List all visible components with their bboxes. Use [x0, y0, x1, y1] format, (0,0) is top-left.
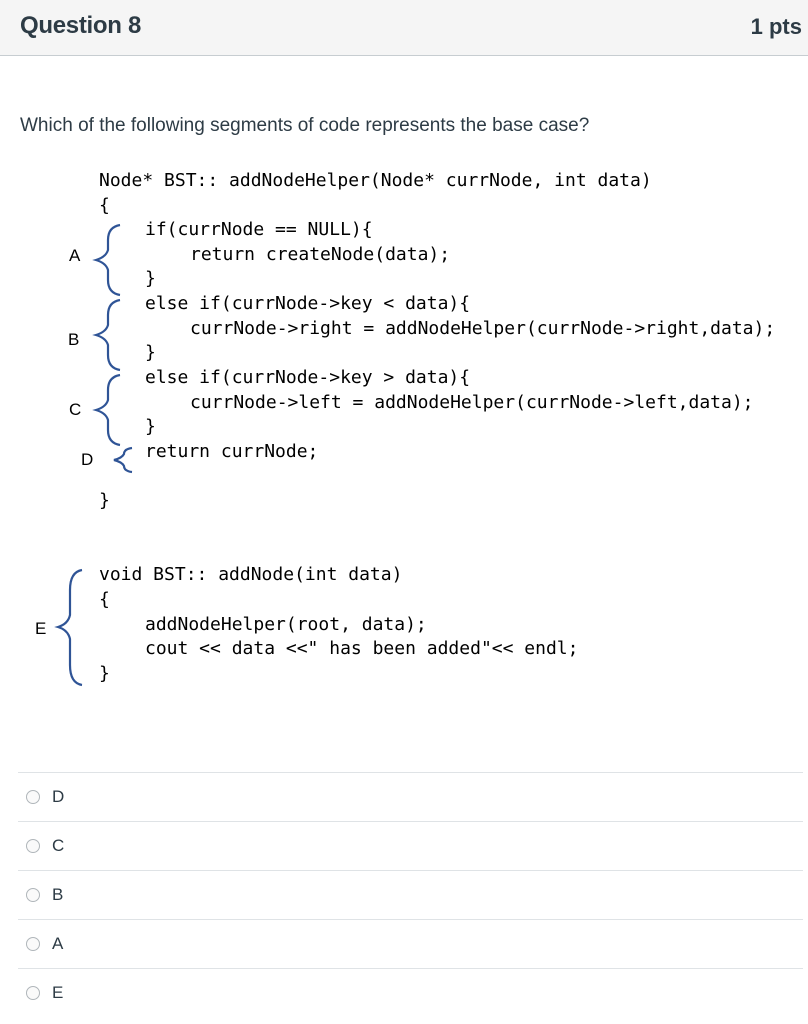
code-line: addNodeHelper(root, data); [145, 614, 427, 635]
code-line: Node* BST:: addNodeHelper(Node* currNode… [99, 170, 652, 191]
brace-b [92, 298, 121, 372]
brace-e [54, 568, 83, 687]
segment-label-a: A [69, 246, 81, 265]
radio-button[interactable] [26, 986, 40, 1000]
code-line: cout << data <<" has been added"<< endl; [145, 638, 579, 659]
segment-label-b: B [68, 330, 80, 349]
code-line: { [99, 195, 110, 216]
segment-label-c: C [69, 400, 82, 419]
answer-option[interactable]: A [18, 919, 803, 968]
answer-option[interactable]: C [18, 821, 803, 870]
brace-d [113, 446, 133, 474]
answer-list: D C B A E [18, 772, 803, 1017]
code-figure: Node* BST:: addNodeHelper(Node* currNode… [0, 160, 808, 700]
code-line: void BST:: addNode(int data) [99, 564, 403, 585]
question-points: 1 pts [750, 14, 802, 39]
radio-button[interactable] [26, 790, 40, 804]
code-line: return createNode(data); [190, 244, 451, 265]
answer-label[interactable]: E [52, 983, 64, 1002]
question-header: Question 8 1 pts [0, 0, 808, 56]
code-line: { [99, 589, 110, 610]
code-line: } [145, 416, 156, 437]
code-line: if(currNode == NULL){ [145, 219, 373, 240]
code-line: } [145, 268, 156, 289]
answer-label[interactable]: C [52, 836, 65, 855]
code-line: else if(currNode->key > data){ [145, 367, 471, 388]
code-line: } [99, 490, 110, 511]
segment-braces [54, 223, 133, 687]
code-line: return currNode; [145, 441, 319, 462]
segment-label-e: E [35, 619, 47, 638]
brace-c [92, 373, 121, 447]
answer-label[interactable]: B [52, 885, 64, 904]
code-line: currNode->right = addNodeHelper(currNode… [190, 318, 776, 339]
code-line: } [145, 342, 156, 363]
answer-label[interactable]: D [52, 787, 65, 806]
answer-option[interactable]: E [18, 968, 803, 1017]
brace-a [92, 223, 121, 297]
code-line: } [99, 663, 110, 684]
question-prompt: Which of the following segments of code … [20, 115, 590, 136]
code-line: currNode->left = addNodeHelper(currNode-… [190, 392, 754, 413]
radio-button[interactable] [26, 888, 40, 902]
answer-option[interactable]: D [18, 772, 803, 821]
code-line: else if(currNode->key < data){ [145, 293, 471, 314]
question-title: Question 8 [20, 12, 142, 39]
radio-button[interactable] [26, 839, 40, 853]
answer-label[interactable]: A [52, 934, 64, 953]
radio-button[interactable] [26, 937, 40, 951]
segment-label-d: D [81, 450, 94, 469]
answer-option[interactable]: B [18, 870, 803, 919]
